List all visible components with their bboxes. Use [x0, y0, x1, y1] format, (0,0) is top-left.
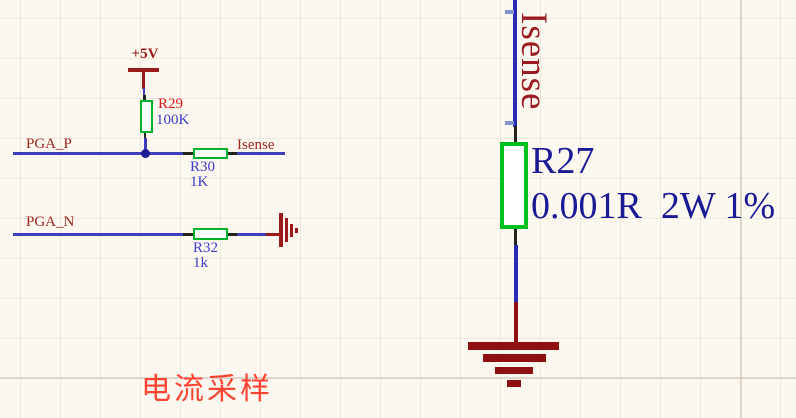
wire-r29-to-junction[interactable] — [144, 138, 147, 153]
r32-pin-left[interactable] — [183, 233, 193, 236]
r32-pin-right[interactable] — [227, 233, 237, 236]
power-port-5v-label[interactable]: +5V — [131, 46, 159, 62]
r27-pin-top[interactable] — [514, 126, 517, 143]
wire-tick-top — [505, 10, 514, 14]
ground-bar-3 — [290, 223, 293, 237]
resistor-r29-body[interactable] — [140, 100, 153, 133]
ground-bar-1 — [468, 341, 559, 350]
ground-bar-1 — [279, 213, 283, 247]
ground-bar-4 — [507, 380, 521, 387]
r30-designator[interactable]: R30 — [190, 159, 216, 175]
r29-pin-bottom[interactable] — [143, 133, 146, 139]
wire-tick-bottom — [505, 121, 514, 125]
ground-bar-2 — [482, 353, 546, 362]
r29-pin-top[interactable] — [143, 95, 146, 101]
net-label-pga-n[interactable]: PGA_N — [26, 214, 75, 230]
r30-pin-left[interactable] — [183, 152, 193, 155]
r29-designator[interactable]: R29 — [158, 96, 184, 112]
r29-value[interactable]: 100K — [156, 112, 190, 128]
earth-ground-icon-big[interactable] — [468, 341, 559, 387]
earth-ground-icon-small[interactable] — [279, 213, 299, 247]
ground-stem[interactable] — [513, 302, 518, 343]
r32-value[interactable]: 1k — [193, 254, 208, 271]
ground-bar-2 — [285, 218, 288, 242]
resistor-r27-body[interactable] — [499, 142, 528, 229]
r32-designator[interactable]: R32 — [193, 240, 219, 256]
ground-bar-4 — [294, 228, 298, 233]
r27-value[interactable]: 0.001R 2W 1% — [531, 185, 776, 227]
grid-major-vline — [740, 0, 742, 418]
net-label-pga-p[interactable]: PGA_P — [26, 136, 72, 152]
wire-5v-to-r29[interactable] — [142, 88, 145, 96]
r30-value[interactable]: 1K — [190, 173, 209, 190]
ground-bar-3 — [494, 366, 533, 374]
wire-isense-vertical[interactable] — [513, 0, 517, 127]
resistor-r30-body[interactable] — [192, 147, 228, 159]
grid-major-hline — [0, 377, 796, 379]
sheet-caption-text[interactable]: 电流采样 — [141, 373, 273, 406]
power-port-stem[interactable] — [142, 71, 145, 89]
r27-pin-bottom[interactable] — [514, 229, 517, 246]
junction-dot[interactable] — [141, 149, 150, 158]
wire-pga-n[interactable] — [13, 233, 266, 236]
r30-pin-right[interactable] — [227, 152, 237, 155]
resistor-r32-body[interactable] — [192, 227, 228, 240]
power-port-bar-icon[interactable] — [128, 68, 159, 72]
wire-r27-to-ground[interactable] — [513, 245, 518, 303]
wire-pga-n-gnd-lead[interactable] — [266, 233, 280, 236]
net-label-isense-big[interactable]: Isense — [513, 12, 554, 111]
net-label-isense-left[interactable]: Isense — [237, 137, 275, 153]
r27-designator[interactable]: R27 — [531, 140, 595, 182]
